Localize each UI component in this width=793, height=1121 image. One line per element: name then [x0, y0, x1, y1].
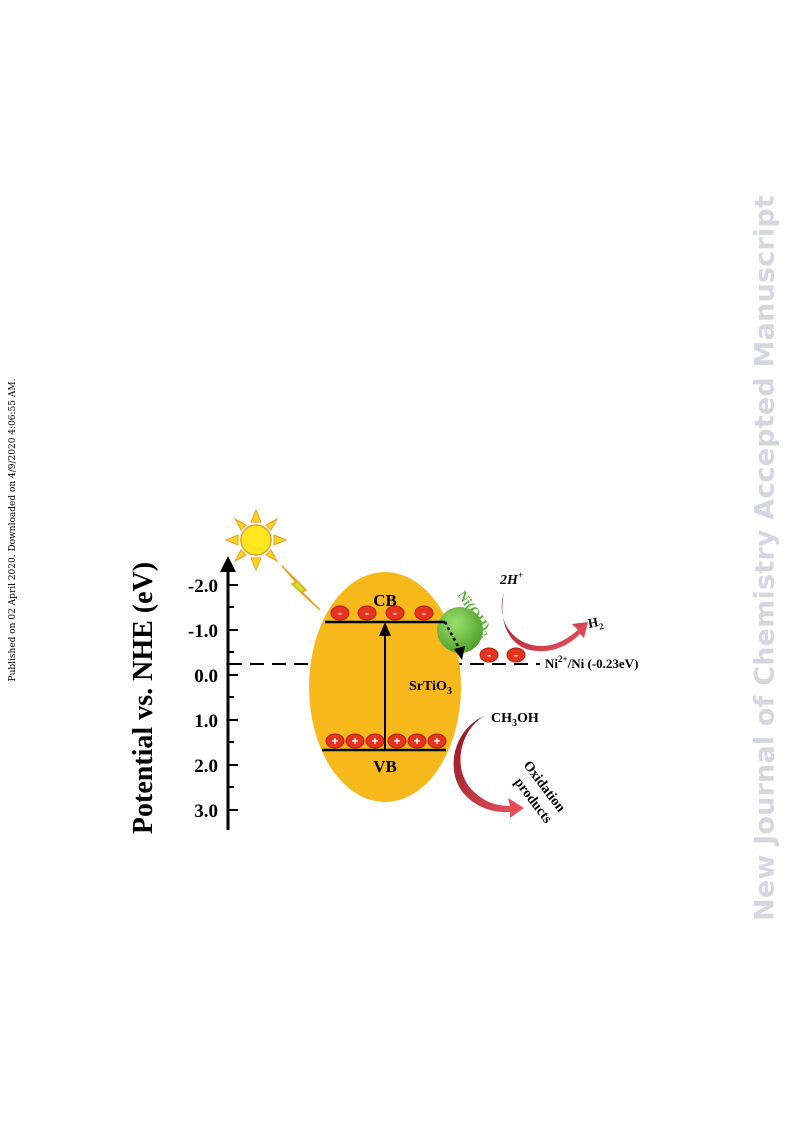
oxidation-arrow	[453, 716, 524, 818]
cocatalyst-subscript: 2	[477, 630, 489, 640]
hydrogen-subscript: 2	[598, 621, 605, 632]
electron: -	[357, 605, 377, 621]
hydrogen-text: H	[587, 614, 600, 631]
methanol-text-a: CH	[491, 711, 512, 726]
hole: +	[345, 733, 365, 749]
tick-label: 3.0	[194, 801, 218, 822]
svg-text:+: +	[413, 734, 420, 748]
hole: +	[365, 733, 385, 749]
hole: +	[427, 733, 447, 749]
redox-text-a: Ni	[545, 656, 558, 671]
tick-label: 2.0	[194, 756, 218, 777]
electron-transfer-arrow	[443, 621, 462, 651]
y-axis-arrowhead	[220, 556, 236, 572]
svg-text:-: -	[338, 606, 342, 620]
svg-text:-: -	[393, 606, 397, 620]
nioh2-cocatalyst	[437, 607, 483, 653]
redox-text-b: /Ni (-0.23eV)	[567, 656, 639, 671]
tick-label: -1.0	[188, 621, 218, 642]
semiconductor-label: SrTiO3	[409, 679, 452, 697]
svg-text:+: +	[371, 734, 378, 748]
tick-label: 0.0	[194, 666, 218, 687]
methanol-text-b: OH	[517, 711, 539, 726]
svg-text:-: -	[514, 648, 518, 662]
hydrogen-label: H2	[587, 613, 606, 634]
redox-superscript: 2+	[558, 654, 568, 664]
cb-electrons: - - - -	[330, 605, 434, 621]
hole: +	[325, 733, 345, 749]
light-bolt-icon	[281, 565, 321, 611]
redox-level-label: Ni2+/Ni (-0.23eV)	[545, 654, 638, 671]
methanol-subscript: 3	[512, 718, 517, 729]
ni-level-electrons: - -	[479, 647, 526, 663]
svg-text:+: +	[433, 734, 440, 748]
svg-text:+: +	[331, 734, 338, 748]
excitation-arrowhead	[379, 622, 391, 636]
vb-holes: + + + + + +	[325, 733, 447, 749]
electron: -	[385, 605, 405, 621]
svg-text:+: +	[351, 734, 358, 748]
electron: -	[506, 647, 526, 663]
tick-label: -2.0	[188, 576, 218, 597]
electron-transfer-arrowhead	[454, 646, 465, 660]
proton-superscript: +	[518, 570, 523, 580]
hole: +	[407, 733, 427, 749]
vb-label: VB	[373, 757, 397, 776]
y-axis-ticks	[228, 584, 238, 811]
svg-text:-: -	[365, 606, 369, 620]
semiconductor-text: SrTiO	[409, 679, 447, 694]
svg-text:-: -	[487, 648, 491, 662]
cb-label: CB	[373, 591, 397, 610]
svg-text:+: +	[393, 734, 400, 748]
sun-icon	[224, 508, 288, 572]
proton-text: 2H	[499, 573, 519, 588]
electron: -	[479, 647, 499, 663]
semiconductor-subscript: 3	[447, 686, 452, 697]
y-axis-label: Potential vs. NHE (eV)	[128, 562, 159, 834]
methanol-label: CH3OH	[491, 711, 539, 729]
hole: +	[387, 733, 407, 749]
tick-label: 1.0	[194, 711, 218, 732]
hydrogen-evolution-arrow	[501, 592, 588, 652]
proton-label: 2H+	[499, 570, 523, 588]
electron: -	[414, 605, 434, 621]
electron: -	[330, 605, 350, 621]
svg-text:-: -	[422, 606, 426, 620]
